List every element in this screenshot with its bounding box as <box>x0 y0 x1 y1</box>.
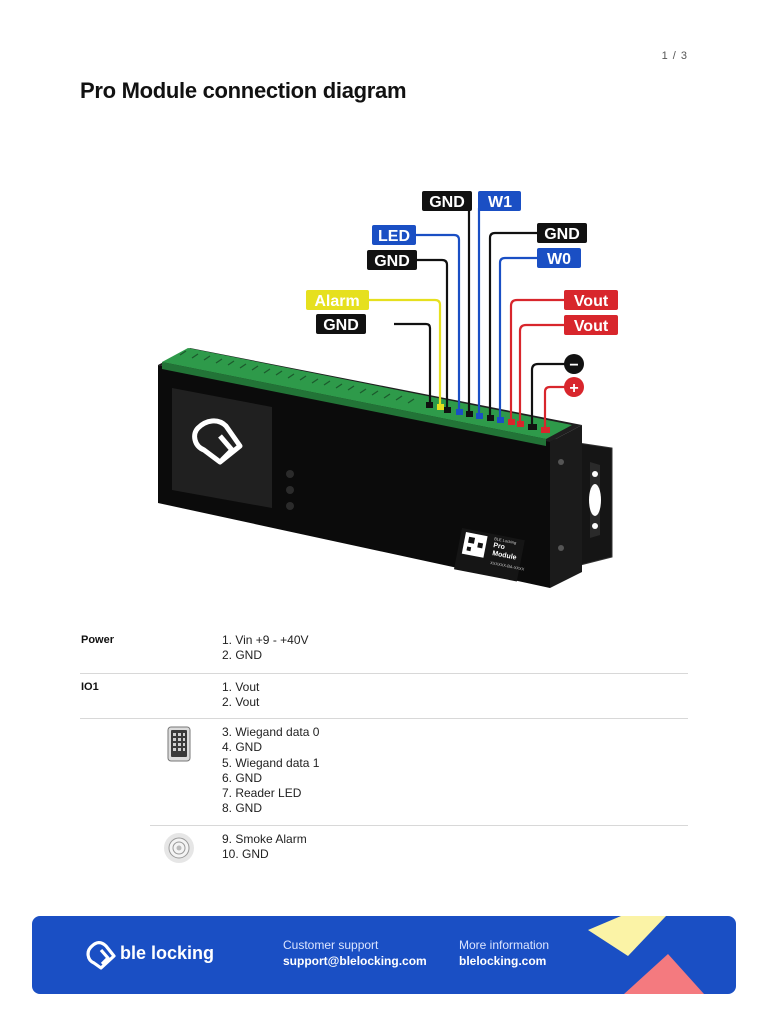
keypad-reader-icon <box>164 726 194 762</box>
table-row-power: Power 1. Vin +9 - +40V 2. GND <box>80 628 688 674</box>
svg-text:GND: GND <box>429 194 465 211</box>
svg-text:W0: W0 <box>547 251 571 268</box>
heart-lock-icon <box>86 941 116 970</box>
device-brand-small: BLE Locking <box>494 536 517 545</box>
svg-text:+: + <box>569 380 578 397</box>
svg-text:−: − <box>569 357 578 374</box>
list-item: 8. GND <box>222 801 263 816</box>
list-item: 1. Vout <box>222 680 260 694</box>
smoke-pin-list: 9. Smoke Alarm 10. GND <box>222 832 307 863</box>
info-label: More information <box>459 938 550 952</box>
spec-table: Power 1. Vin +9 - +40V 2. GND IO1 1. Vou… <box>80 628 688 872</box>
svg-text:GND: GND <box>544 226 580 243</box>
svg-text:LED: LED <box>378 228 410 245</box>
smoke-detector-icon <box>162 832 196 864</box>
table-row-smoke: 9. Smoke Alarm 10. GND <box>150 826 688 872</box>
device-serial: XXXXXX-BA-XXXX <box>490 560 525 572</box>
io1-vout-list: 1. Vout 2. Vout <box>222 680 259 711</box>
label-vout-2: Vout <box>564 315 618 335</box>
svg-text:Alarm: Alarm <box>314 293 359 310</box>
list-item: 4. GND <box>222 740 263 755</box>
pro-module-device-illustration: BLE Locking Pro Module XXXXXX-BA-XXXX <box>158 191 618 588</box>
label-w0: W0 <box>537 248 581 268</box>
list-item: 6. GND <box>222 770 263 785</box>
label-led: LED <box>372 225 416 245</box>
list-item: 2. GND <box>222 648 263 663</box>
svg-text:GND: GND <box>323 317 359 334</box>
label-gnd-led: GND <box>367 250 417 270</box>
decorative-shapes <box>588 916 704 994</box>
page-number: 1 / 3 <box>661 50 688 62</box>
footer-brand: ble locking <box>120 943 215 963</box>
list-item: 3. Wiegand data 0 <box>222 725 320 739</box>
label-minus-icon: − <box>564 354 584 374</box>
page-title: Pro Module connection diagram <box>80 78 407 103</box>
label-vout-1: Vout <box>564 290 618 310</box>
table-row-reader: 3. Wiegand data 0 4. GND 5. Wiegand data… <box>150 719 688 826</box>
connection-diagram: BLE Locking Pro Module XXXXXX-BA-XXXX <box>150 180 630 600</box>
label-gnd-top: GND <box>422 191 472 211</box>
list-item: 1. Vin +9 - +40V <box>222 633 309 647</box>
reader-pin-list: 3. Wiegand data 0 4. GND 5. Wiegand data… <box>222 725 319 817</box>
device-product-name-1: Pro <box>493 542 506 551</box>
customer-support: Customer support support@blelocking.com <box>283 937 427 969</box>
svg-text:W1: W1 <box>488 194 512 211</box>
label-w1: W1 <box>478 191 521 211</box>
label-plus-icon: + <box>564 377 584 397</box>
svg-text:GND: GND <box>374 253 410 270</box>
svg-text:Vout: Vout <box>574 293 609 310</box>
list-item: 5. Wiegand data 1 <box>222 755 320 770</box>
support-label: Customer support <box>283 938 379 952</box>
label-gnd-right: GND <box>537 223 587 243</box>
label-gnd-alarm: GND <box>316 314 366 334</box>
list-item: 9. Smoke Alarm <box>222 832 307 846</box>
more-information: More information blelocking.com <box>459 937 549 969</box>
device-product-name-2: Module <box>492 550 517 562</box>
list-item: 2. Vout <box>222 695 260 710</box>
ble-locking-logo <box>84 940 234 970</box>
front-logo-icon <box>192 418 243 465</box>
list-item: 7. Reader LED <box>222 786 302 801</box>
support-email-link[interactable]: support@blelocking.com <box>283 954 427 968</box>
svg-text:Vout: Vout <box>574 318 609 335</box>
list-item: 10. GND <box>222 847 269 862</box>
label-alarm: Alarm <box>306 290 369 310</box>
power-pin-list: 1. Vin +9 - +40V 2. GND <box>222 633 309 664</box>
row-label-power: Power <box>81 634 115 646</box>
row-label-io1: IO1 <box>81 681 99 693</box>
info-url-link[interactable]: blelocking.com <box>459 954 547 968</box>
table-row-io1: IO1 1. Vout 2. Vout <box>80 674 688 719</box>
footer-banner: ble locking Customer support support@ble… <box>32 916 736 994</box>
